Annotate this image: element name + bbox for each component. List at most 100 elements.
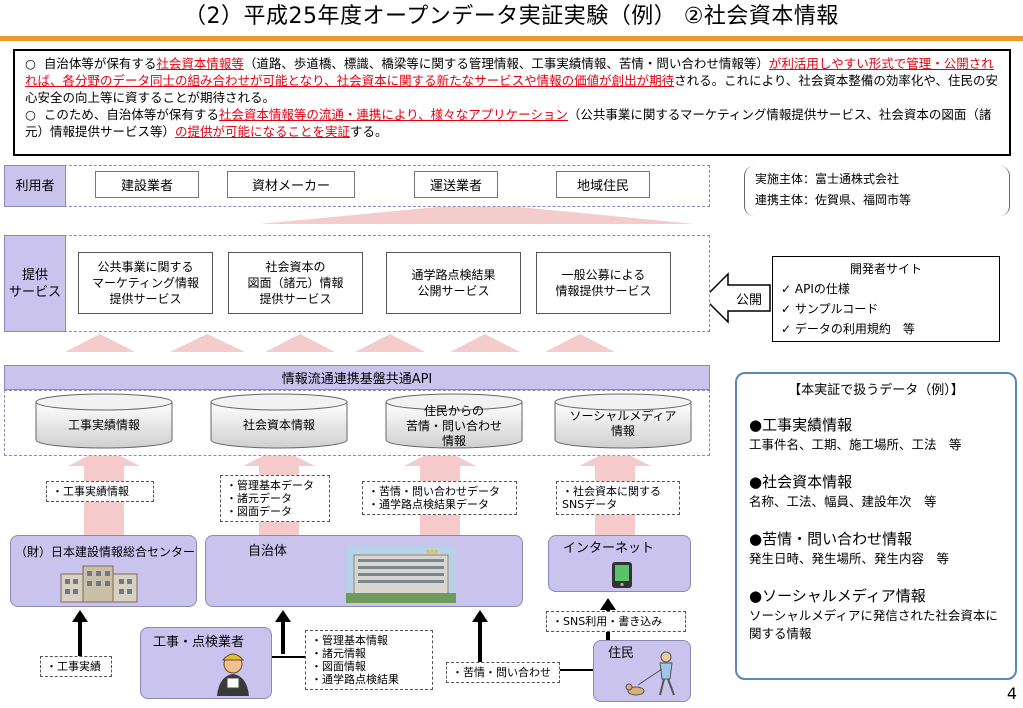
data-example-desc: 工事件名、工期、施工場所、工法 等 — [749, 437, 962, 452]
bullet-circle: ○ — [25, 107, 36, 122]
summary-text: （道路、歩道橋、標識、橋梁等に関する管理情報、工事実績情報、苦情・問い合わせ情報… — [243, 56, 769, 71]
user-material-maker: 資材メーカー — [227, 171, 355, 198]
summary-text: このため、自治体等が保有する — [43, 107, 219, 122]
users-label: 利用者 — [4, 165, 66, 207]
flow-line: ・通学路点検結果 — [311, 673, 399, 686]
svg-text:▪▪▪: ▪▪▪ — [426, 548, 438, 555]
emphasis-text: が利活用しやすい形式で管理・公開されれば、各分野のデータ同士の組み合わせが可能と… — [25, 56, 994, 88]
summary-text: 自治体等が保有する — [43, 56, 157, 71]
service-text: 提供サービス — [259, 292, 332, 306]
database-icon — [385, 393, 523, 449]
org-jacic-name: （財）日本建設情報総合センター — [15, 545, 196, 559]
data-example-heading: ●工事実績情報 — [749, 416, 853, 434]
up-arrow — [355, 334, 425, 352]
org-municipality-name: 自治体 — [248, 544, 288, 559]
db-text: ソーシャルメディア — [569, 409, 677, 423]
common-api-bar: 情報流通連携基盤共通API — [4, 365, 710, 390]
summary-text: （公共事業に関するマーケティング情報提供サービス、社会資本の図面（諸元）情報提供… — [25, 107, 992, 139]
user-construction: 建設業者 — [95, 171, 199, 198]
services-label-line: 提供 — [21, 267, 48, 283]
publish-arrow — [702, 272, 771, 324]
flow-line: ・図面情報 — [311, 660, 366, 673]
bullet-circle: ○ — [25, 56, 36, 71]
emphasis-text: 社会資本情報等 — [156, 56, 244, 71]
service-text: マーケティング情報 — [91, 276, 200, 290]
implementer-line: 実施主体：富士通株式会社 — [755, 172, 900, 186]
publish-label: 公開 — [735, 293, 762, 308]
up-arrow — [265, 334, 335, 352]
services-label: 提供サービス — [4, 235, 66, 332]
flow-line: ・管理基本情報 — [311, 634, 388, 647]
page-number: 4 — [1006, 684, 1017, 703]
smartphone-icon — [612, 562, 632, 588]
source-line: ・管理基本データ — [226, 479, 314, 492]
up-arrow — [65, 334, 135, 352]
database-icon — [210, 393, 348, 449]
data-examples-title: 【本実証で扱うデータ（例）】 — [788, 383, 964, 398]
emphasis-text: の提供が可能になることを実証 — [175, 124, 351, 139]
emphasis-text: 社会資本情報等の流通・連携により、様々なアプリケーション — [218, 107, 568, 122]
source-label-sns: ・社会資本に関する SNSデータ — [556, 481, 680, 515]
flow-line: ・諸元情報 — [311, 647, 366, 660]
database-icon — [554, 393, 692, 449]
db-social-media: ソーシャルメディア情報 — [555, 404, 691, 444]
org-jacic: （財）日本建設情報総合センター — [10, 535, 197, 607]
source-label-municipality: ・管理基本データ ・諸元データ ・図面データ — [220, 475, 330, 522]
services-label-line: サービス — [8, 284, 61, 300]
org-inspector-name: 工事・点検業者 — [153, 635, 245, 650]
resident-walking-dog-icon — [625, 651, 675, 696]
db-complaints: 住民からの苦情・問い合わせ情報 — [386, 402, 522, 450]
data-examples-panel: 【本実証で扱うデータ（例）】 ●工事実績情報 工事件名、工期、施工場所、工法 等… — [735, 372, 1017, 680]
check-icon: ✓ — [781, 302, 795, 316]
data-example-desc: ソーシャルメディアに発信された社会資本に関する情報 — [749, 608, 998, 641]
database-icon — [35, 393, 173, 449]
implementer-info: 実施主体：富士通株式会社 連携主体：佐賀県、福岡市等 — [744, 166, 1010, 216]
up-arrow — [170, 334, 245, 352]
worker-icon — [217, 653, 249, 696]
service-text: 一般公募による — [561, 268, 646, 282]
data-example-heading: ●苦情・問い合わせ情報 — [749, 530, 913, 548]
developer-item-label: サンプルコード — [794, 302, 879, 316]
service-text: 社会資本の — [265, 260, 326, 274]
service-drawing: 社会資本の図面（諸元）情報提供サービス — [228, 252, 363, 314]
flow-label-construction-record: ・工事実績 — [40, 656, 112, 677]
service-text: 公開サービス — [417, 284, 490, 298]
partner-line: 連携主体：佐賀県、福岡市等 — [755, 193, 912, 207]
summary-box: ○ 自治体等が保有する社会資本情報等（道路、歩道橋、標識、橋梁等に関する管理情報… — [13, 49, 1011, 156]
data-example-heading: ●社会資本情報 — [749, 473, 853, 491]
building-icon — [60, 565, 138, 603]
city-hall-icon: ▪▪▪ — [346, 545, 456, 603]
data-example-desc: 発生日時、発生場所、発生内容 等 — [749, 551, 950, 566]
source-line: ・通学路点検結果データ — [368, 498, 489, 511]
check-icon: ✓ — [781, 322, 795, 336]
db-text: 住民からの — [423, 403, 484, 418]
service-text: 通学路点検結果 — [411, 268, 496, 282]
title-underline — [0, 36, 1023, 41]
check-icon: ✓ — [781, 282, 795, 296]
up-arrow — [545, 334, 615, 352]
developer-site-box: 開発者サイト ✓ APIの仕様 ✓ サンプルコード ✓ データの利用規約 等 — [772, 256, 1000, 342]
db-social-capital: 社会資本情報 — [242, 417, 315, 432]
developer-item: ✓ データの利用規約 等 — [781, 319, 991, 339]
merge-triangle — [260, 203, 695, 224]
source-line: ・図面データ — [226, 505, 292, 518]
source-label-complaints: ・苦情・問い合わせデータ ・通学路点検結果データ — [362, 481, 517, 515]
source-line: ・社会資本に関する — [562, 485, 661, 498]
flow-label-sns-use: ・SNS利用・書き込み — [546, 611, 686, 632]
data-example-desc: 名称、工法、幅員、建設年次 等 — [749, 494, 937, 509]
summary-text: する。 — [350, 124, 388, 139]
developer-item: ✓ APIの仕様 — [781, 279, 991, 299]
developer-item: ✓ サンプルコード — [781, 299, 991, 319]
db-text: 苦情・問い合わせ — [405, 418, 502, 433]
source-label-construction: ・工事実績情報 — [46, 481, 154, 502]
org-internet-name: インターネット — [563, 541, 655, 556]
service-public-recruit: 一般公募による情報提供サービス — [536, 252, 671, 314]
source-line: ・苦情・問い合わせデータ — [368, 485, 500, 498]
database-cylinders — [35, 393, 692, 449]
org-resident-name: 住民 — [608, 646, 635, 661]
summary-paragraph-2: ○ このため、自治体等が保有する社会資本情報等の流通・連携により、様々なアプリケ… — [25, 106, 1001, 140]
developer-item-label: データの利用規約 等 — [794, 322, 915, 336]
org-resident: 住民 — [593, 640, 691, 702]
summary-text: される。これにより、社会資本整備の効率化や、住民の安心安全の向上等に資することが… — [25, 73, 999, 105]
db-construction-records: 工事実績情報 — [67, 417, 140, 432]
